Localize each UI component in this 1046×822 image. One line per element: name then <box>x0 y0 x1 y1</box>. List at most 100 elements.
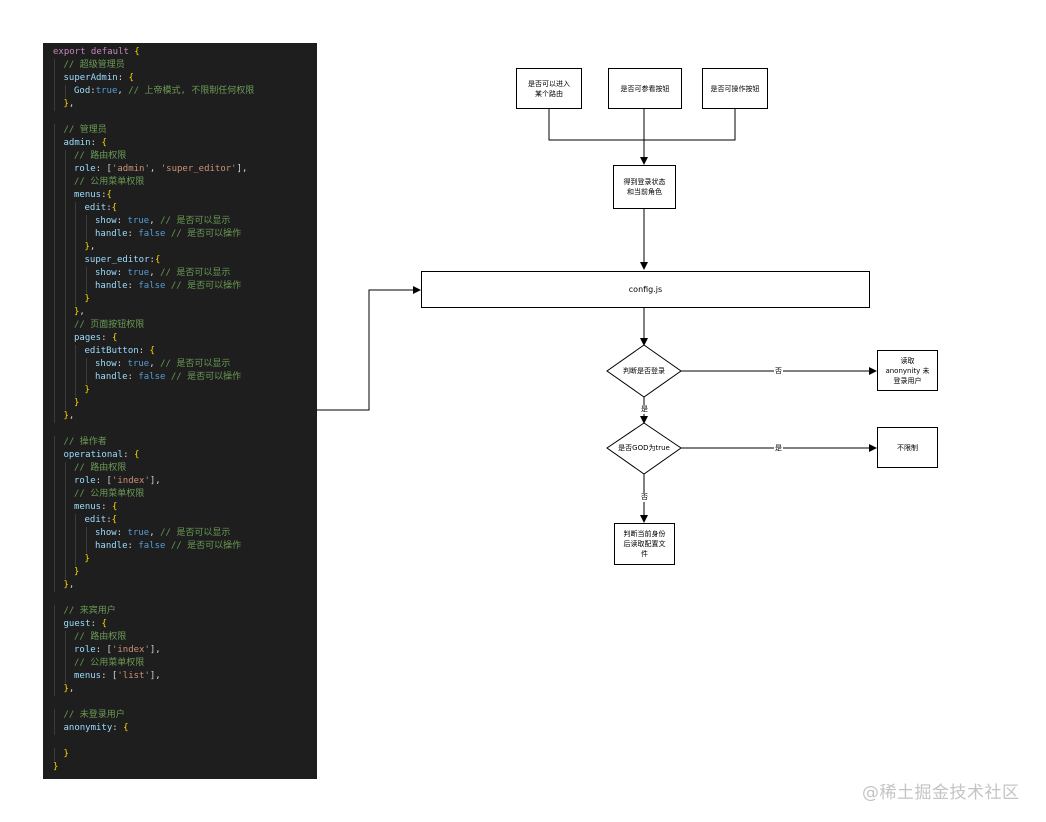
code-line: // 管理员 <box>43 124 317 137</box>
code-line: // 公用菜单权限 <box>43 657 317 670</box>
code-token: // 是否可以操作 <box>170 541 242 551</box>
code-token: : <box>116 359 128 369</box>
code-token: editButton <box>84 346 139 356</box>
node-view-button: 是否可参看按钮 <box>608 68 682 109</box>
code-line: } <box>43 293 317 306</box>
code-line: }, <box>43 98 317 111</box>
code-token: handle <box>95 541 128 551</box>
code-token: : <box>123 450 134 460</box>
code-line: // 超级管理员 <box>43 59 317 72</box>
code-token: // 是否可以显示 <box>160 359 231 369</box>
code-token: , <box>149 268 161 278</box>
code-token: // 操作者 <box>63 437 107 447</box>
code-token: { <box>106 190 112 200</box>
node-get-login-state: 得到登录状态 和当前角色 <box>613 165 676 209</box>
code-token: true <box>95 86 118 96</box>
code-token: ], <box>149 645 161 655</box>
code-line: } <box>43 397 317 410</box>
decision-is-god: 是否GOD为true <box>618 444 670 452</box>
code-line: // 公用菜单权限 <box>43 176 317 189</box>
code-token: 'index' <box>111 645 150 655</box>
code-line: superAdmin: { <box>43 72 317 85</box>
code-token: : [ <box>95 164 112 174</box>
code-token: // 是否可以操作 <box>170 372 242 382</box>
code-line: }, <box>43 410 317 423</box>
code-token: admin <box>63 138 91 148</box>
connector-code-to-config <box>317 286 421 411</box>
code-line: } <box>43 553 317 566</box>
code-line: role: ['admin', 'super_editor'], <box>43 163 317 176</box>
code-line: show: true, // 是否可以显示 <box>43 267 317 280</box>
node-no-limit: 不限制 <box>877 427 938 468</box>
code-token: } <box>53 762 59 772</box>
code-token: // 管理员 <box>63 125 107 135</box>
connector-enter-route <box>548 109 644 141</box>
code-token: true <box>127 216 150 226</box>
code-token: , <box>68 580 75 590</box>
code-token: // 超级管理员 <box>63 60 125 70</box>
code-line: admin: { <box>43 137 317 150</box>
code-line: }, <box>43 241 317 254</box>
code-line: God:true, // 上帝模式, 不限制任何权限 <box>43 85 317 98</box>
code-token: , <box>149 216 161 226</box>
code-line: operational: { <box>43 449 317 462</box>
code-token: handle <box>95 372 128 382</box>
code-token: edit <box>84 203 107 213</box>
watermark: @稀土掘金技术社区 <box>862 783 1020 803</box>
node-operate-button: 是否可操作按钮 <box>702 68 768 109</box>
code-line: handle: false // 是否可以操作 <box>43 540 317 553</box>
code-line: } <box>43 761 317 774</box>
code-line: role: ['index'], <box>43 644 317 657</box>
code-token: handle <box>95 229 128 239</box>
code-token: 'index' <box>111 476 150 486</box>
code-token: : [ <box>95 645 112 655</box>
code-token: operational <box>63 450 124 460</box>
node-read-config: 判断当前身份 后读取配置文 件 <box>614 523 675 565</box>
code-token: : <box>127 229 139 239</box>
code-token: { <box>111 333 118 343</box>
code-token: , <box>68 99 75 109</box>
code-token: // 公用菜单权限 <box>74 489 145 499</box>
node-enter-route: 是否可以进入 某个路由 <box>516 68 582 109</box>
code-token: : <box>149 255 155 265</box>
code-token: } <box>63 684 69 694</box>
code-token: false <box>138 229 166 239</box>
code-token: menus <box>74 190 102 200</box>
code-line: // 来宾用户 <box>43 605 317 618</box>
code-token: , <box>117 86 129 96</box>
code-line: } <box>43 748 317 761</box>
code-token: , <box>89 242 96 252</box>
code-token: { <box>101 138 107 148</box>
code-line: // 公用菜单权限 <box>43 488 317 501</box>
code-token: } <box>74 398 80 408</box>
code-token: 'list' <box>117 671 150 681</box>
code-token: { <box>111 502 118 512</box>
code-line: export default { <box>43 46 317 59</box>
code-token: guest <box>63 619 91 629</box>
code-token: : <box>101 190 107 200</box>
code-token: } <box>84 242 90 252</box>
code-line: } <box>43 384 317 397</box>
code-token: } <box>74 307 80 317</box>
code-token: } <box>84 294 90 304</box>
code-token: , <box>68 684 75 694</box>
code-token: false <box>138 372 166 382</box>
connector-operate-button <box>644 109 736 141</box>
code-token: // 上帝模式, 不限制任何权限 <box>128 86 255 96</box>
code-line: pages: { <box>43 332 317 345</box>
code-token: : [ <box>95 476 112 486</box>
code-token: : <box>117 73 129 83</box>
code-token: : <box>101 502 112 512</box>
code-token: // 页面按钮权限 <box>74 320 145 330</box>
code-token: superAdmin <box>63 73 118 83</box>
code-line: // 路由权限 <box>43 462 317 475</box>
code-token: false <box>138 541 166 551</box>
code-line: edit:{ <box>43 514 317 527</box>
code-token: false <box>138 281 166 291</box>
code-token: } <box>84 554 90 564</box>
code-line: // 未登录用户 <box>43 709 317 722</box>
code-token: { <box>133 450 140 460</box>
code-token: : <box>112 723 124 733</box>
